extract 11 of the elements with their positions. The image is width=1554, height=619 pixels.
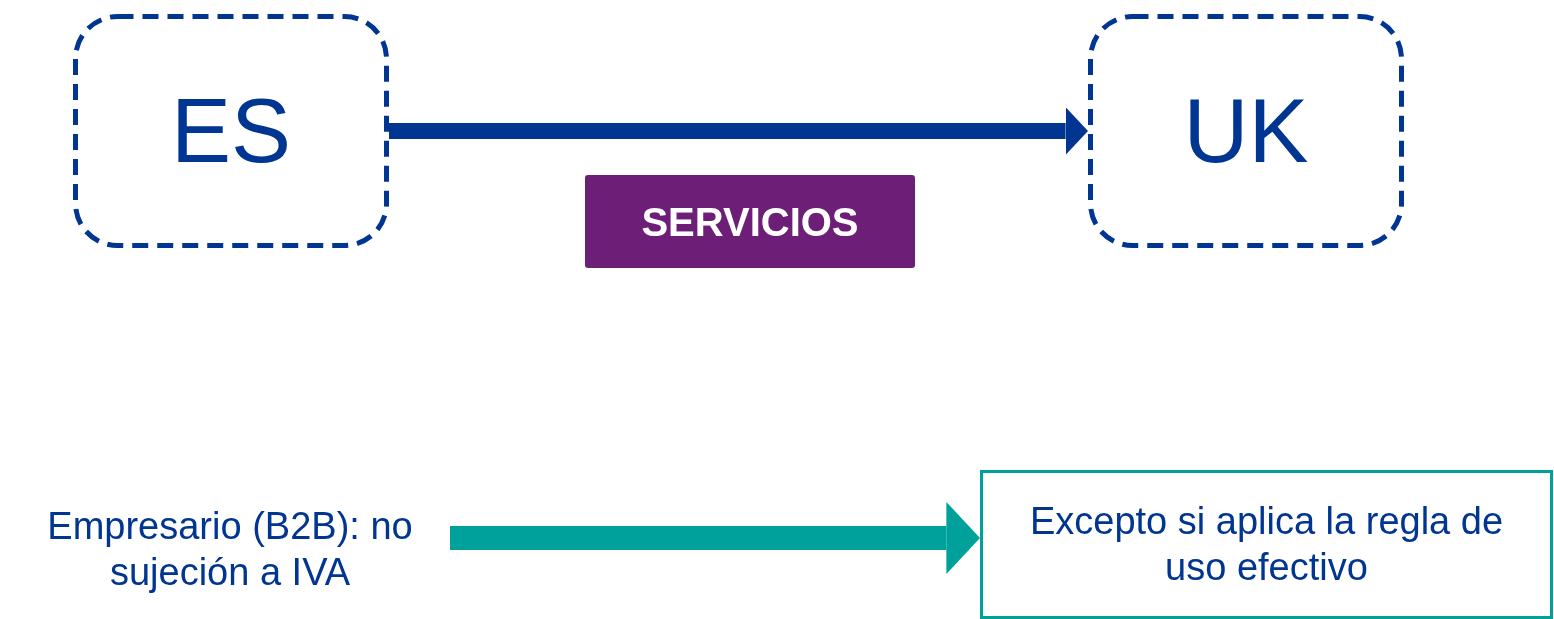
label-text: SERVICIOS [641,198,859,246]
dashed-box [73,14,389,248]
description-text: Excepto si aplica la regla de uso efectivo [1028,498,1505,590]
arrow [450,502,980,574]
note-box [980,470,1553,619]
country-code: ES [170,80,292,183]
country-code: UK [1183,80,1309,183]
label-box [585,175,915,268]
dashed-box [1088,14,1404,248]
arrow [389,107,1088,155]
description-text: Empresario (B2B): no sujeción a IVA [46,504,414,595]
